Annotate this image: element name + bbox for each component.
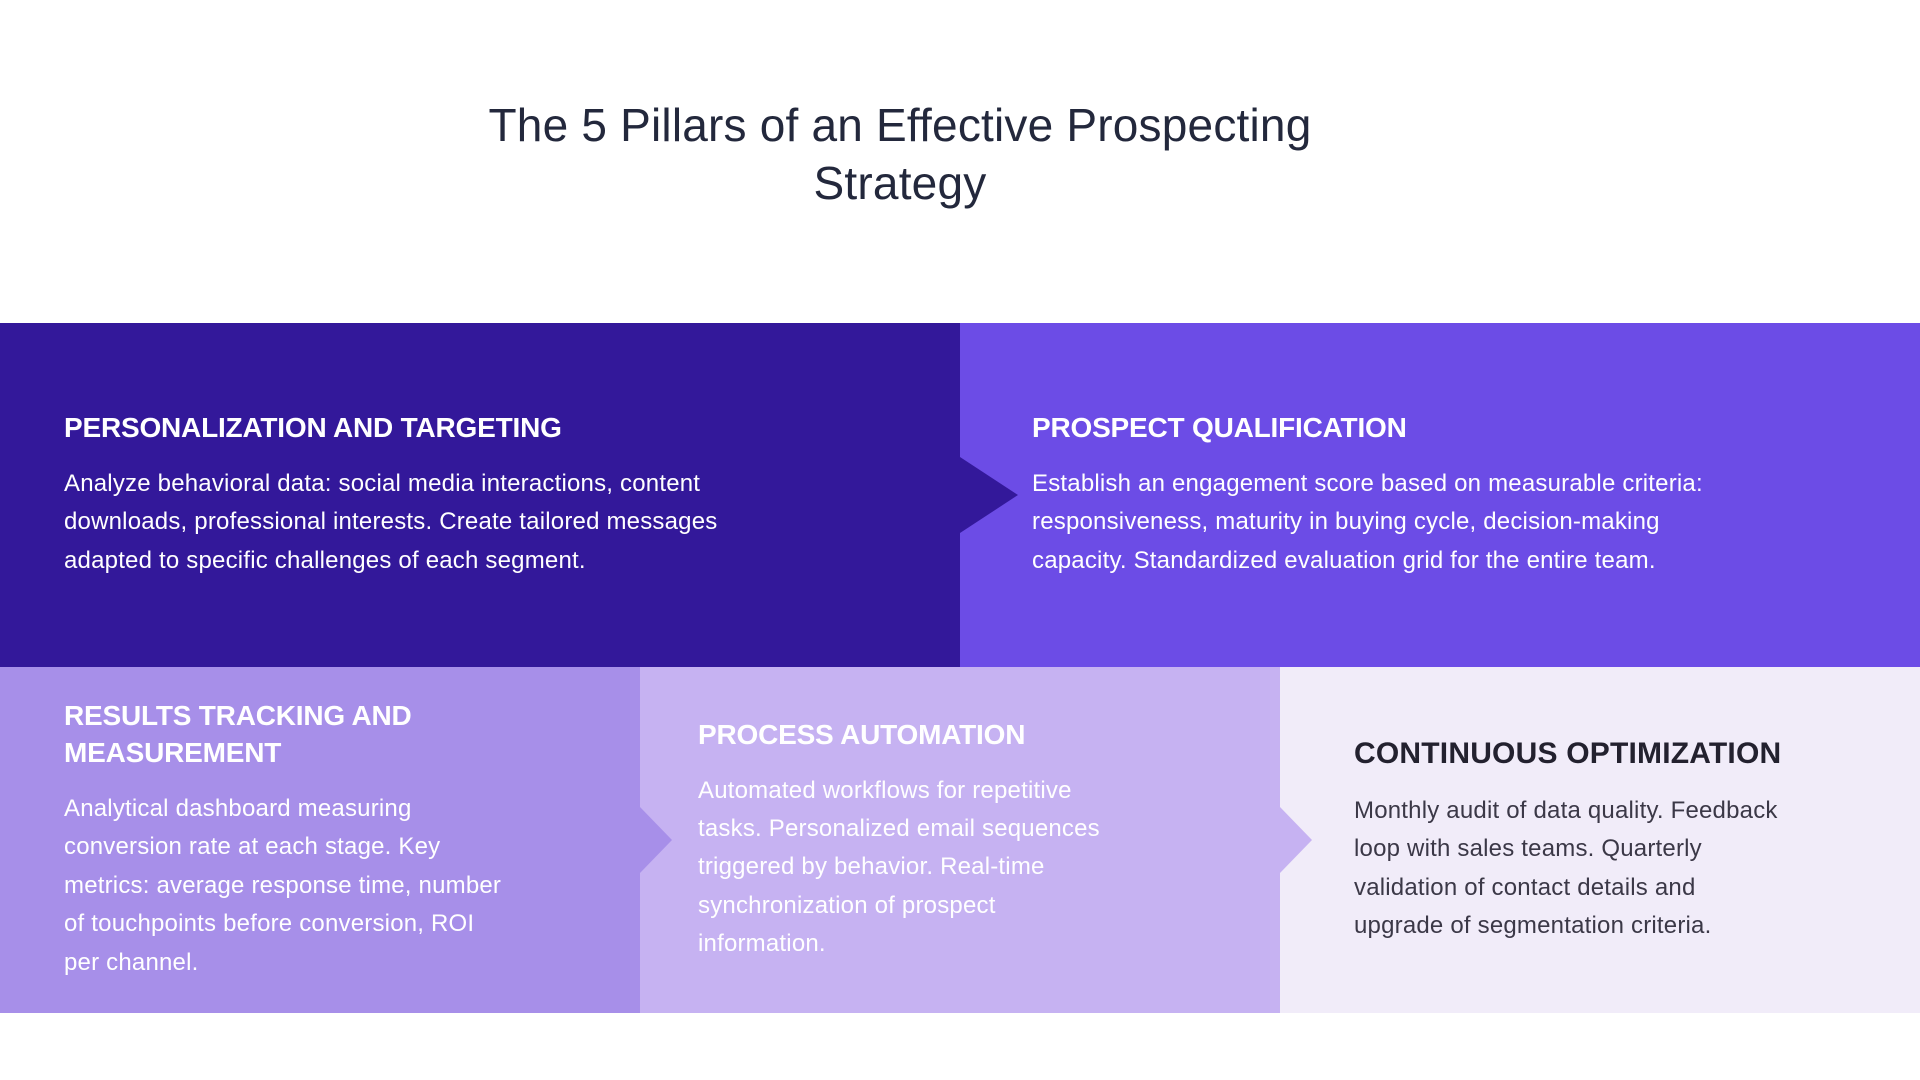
arrow-right-icon bbox=[640, 807, 672, 873]
pillar-row-top: PERSONALIZATION AND TARGETING Analyze be… bbox=[0, 323, 1920, 667]
pillar-title: CONTINUOUS OPTIMIZATION bbox=[1354, 737, 1782, 771]
pillar-description: Automated workflows for repetitive tasks… bbox=[698, 776, 1100, 958]
pillar-title: PERSONALIZATION AND TARGETING bbox=[64, 411, 562, 443]
pillar-row-bottom: RESULTS TRACKING AND MEASUREMENT Analyti… bbox=[0, 667, 1920, 1013]
pillar-grid: PERSONALIZATION AND TARGETING Analyze be… bbox=[0, 323, 1920, 1013]
pillar-title: RESULTS TRACKING AND MEASUREMENT bbox=[64, 700, 412, 769]
pillar-description: Analyze behavioral data: social media in… bbox=[64, 469, 718, 574]
pillar-description: Establish an engagement score based on m… bbox=[1032, 469, 1703, 574]
page-title: The 5 Pillars of an Effective Prospectin… bbox=[488, 98, 1312, 209]
pillar-continuous-optimization: CONTINUOUS OPTIMIZATION Monthly audit of… bbox=[1280, 667, 1920, 1013]
arrow-right-icon bbox=[960, 457, 1018, 533]
arrow-right-icon bbox=[1280, 807, 1312, 873]
pillar-prospect-qualification: PROSPECT QUALIFICATION Establish an enga… bbox=[960, 323, 1920, 667]
pillar-title: PROCESS AUTOMATION bbox=[698, 718, 1026, 750]
pillar-personalization-and-targeting: PERSONALIZATION AND TARGETING Analyze be… bbox=[0, 323, 1018, 667]
pillar-results-tracking-and-measurement: RESULTS TRACKING AND MEASUREMENT Analyti… bbox=[0, 667, 672, 1013]
pillar-description: Monthly audit of data quality. Feedback … bbox=[1354, 797, 1778, 940]
pillar-title: PROSPECT QUALIFICATION bbox=[1032, 411, 1407, 443]
pillar-process-automation: PROCESS AUTOMATION Automated workflows f… bbox=[640, 667, 1312, 1013]
pillar-description: Analytical dashboard measuring conversio… bbox=[64, 794, 502, 976]
